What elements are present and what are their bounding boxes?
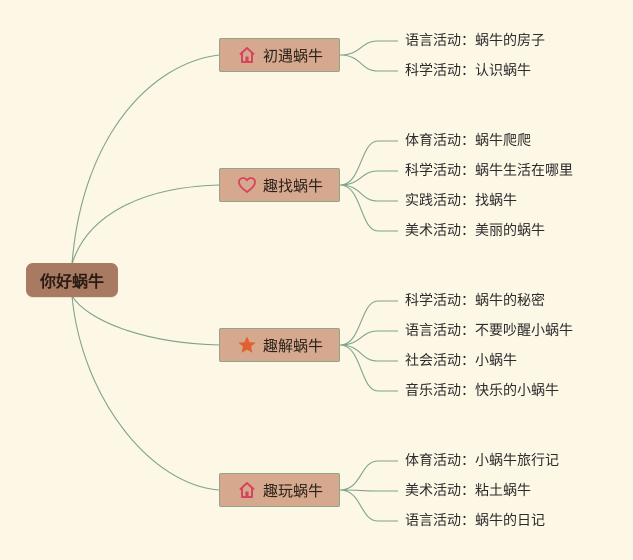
root-label: 你好蜗牛 <box>39 272 104 291</box>
branch-leaf-connector <box>339 344 398 392</box>
star-icon <box>237 335 257 355</box>
leaf-item[interactable]: 语言活动：不要吵醒小蜗牛 <box>405 323 573 339</box>
branch-leaf-connector <box>339 330 398 346</box>
root-branch-connector <box>71 184 220 265</box>
leaf-item[interactable]: 科学活动：蜗牛生活在哪里 <box>405 163 573 179</box>
branch-leaf-connector <box>339 184 398 232</box>
branch-leaf-connector <box>339 489 398 522</box>
leaf-item[interactable]: 科学活动：蜗牛的秘密 <box>405 293 545 309</box>
branch-label-2: 趣找蜗牛 <box>263 176 324 195</box>
branch-node-3[interactable]: 趣解蜗牛 <box>219 328 340 362</box>
heart-icon <box>237 175 257 195</box>
branch-node-2[interactable]: 趣找蜗牛 <box>219 168 340 202</box>
branch-leaf-connector <box>339 40 398 56</box>
leaf-item[interactable]: 音乐活动：快乐的小蜗牛 <box>405 383 559 399</box>
branch-leaf-connector <box>339 184 398 202</box>
root-branch-connector <box>71 54 220 265</box>
branch-leaf-connector <box>339 300 398 346</box>
leaf-item[interactable]: 语言活动：蜗牛的日记 <box>405 513 545 529</box>
leaf-item[interactable]: 语言活动：蜗牛的房子 <box>405 33 545 49</box>
leaf-item[interactable]: 美术活动：粘土蜗牛 <box>405 483 531 499</box>
leaf-item[interactable]: 美术活动：美丽的蜗牛 <box>405 223 545 239</box>
house-icon <box>237 480 257 500</box>
branch-leaf-connector <box>339 489 398 492</box>
leaf-item[interactable]: 体育活动：小蜗牛旅行记 <box>405 453 559 469</box>
branch-leaf-connector <box>339 54 398 72</box>
root-branch-connector <box>71 295 220 491</box>
branch-label-4: 趣玩蜗牛 <box>263 481 324 500</box>
leaf-item[interactable]: 实践活动：找蜗牛 <box>405 193 517 209</box>
branch-node-1[interactable]: 初遇蜗牛 <box>219 38 340 72</box>
leaf-item[interactable]: 体育活动：蜗牛爬爬 <box>405 133 531 149</box>
branch-leaf-connector <box>339 140 398 186</box>
root-branch-connector <box>71 295 220 346</box>
house-icon <box>237 45 257 65</box>
branch-label-3: 趣解蜗牛 <box>263 336 324 355</box>
branch-leaf-connector <box>339 170 398 186</box>
root-node[interactable]: 你好蜗牛 <box>26 263 118 297</box>
branch-leaf-connector <box>339 344 398 362</box>
branch-label-1: 初遇蜗牛 <box>263 46 324 65</box>
leaf-item[interactable]: 科学活动：认识蜗牛 <box>405 63 531 79</box>
branch-leaf-connector <box>339 460 398 491</box>
branch-node-4[interactable]: 趣玩蜗牛 <box>219 473 340 507</box>
leaf-item[interactable]: 社会活动：小蜗牛 <box>405 353 517 369</box>
